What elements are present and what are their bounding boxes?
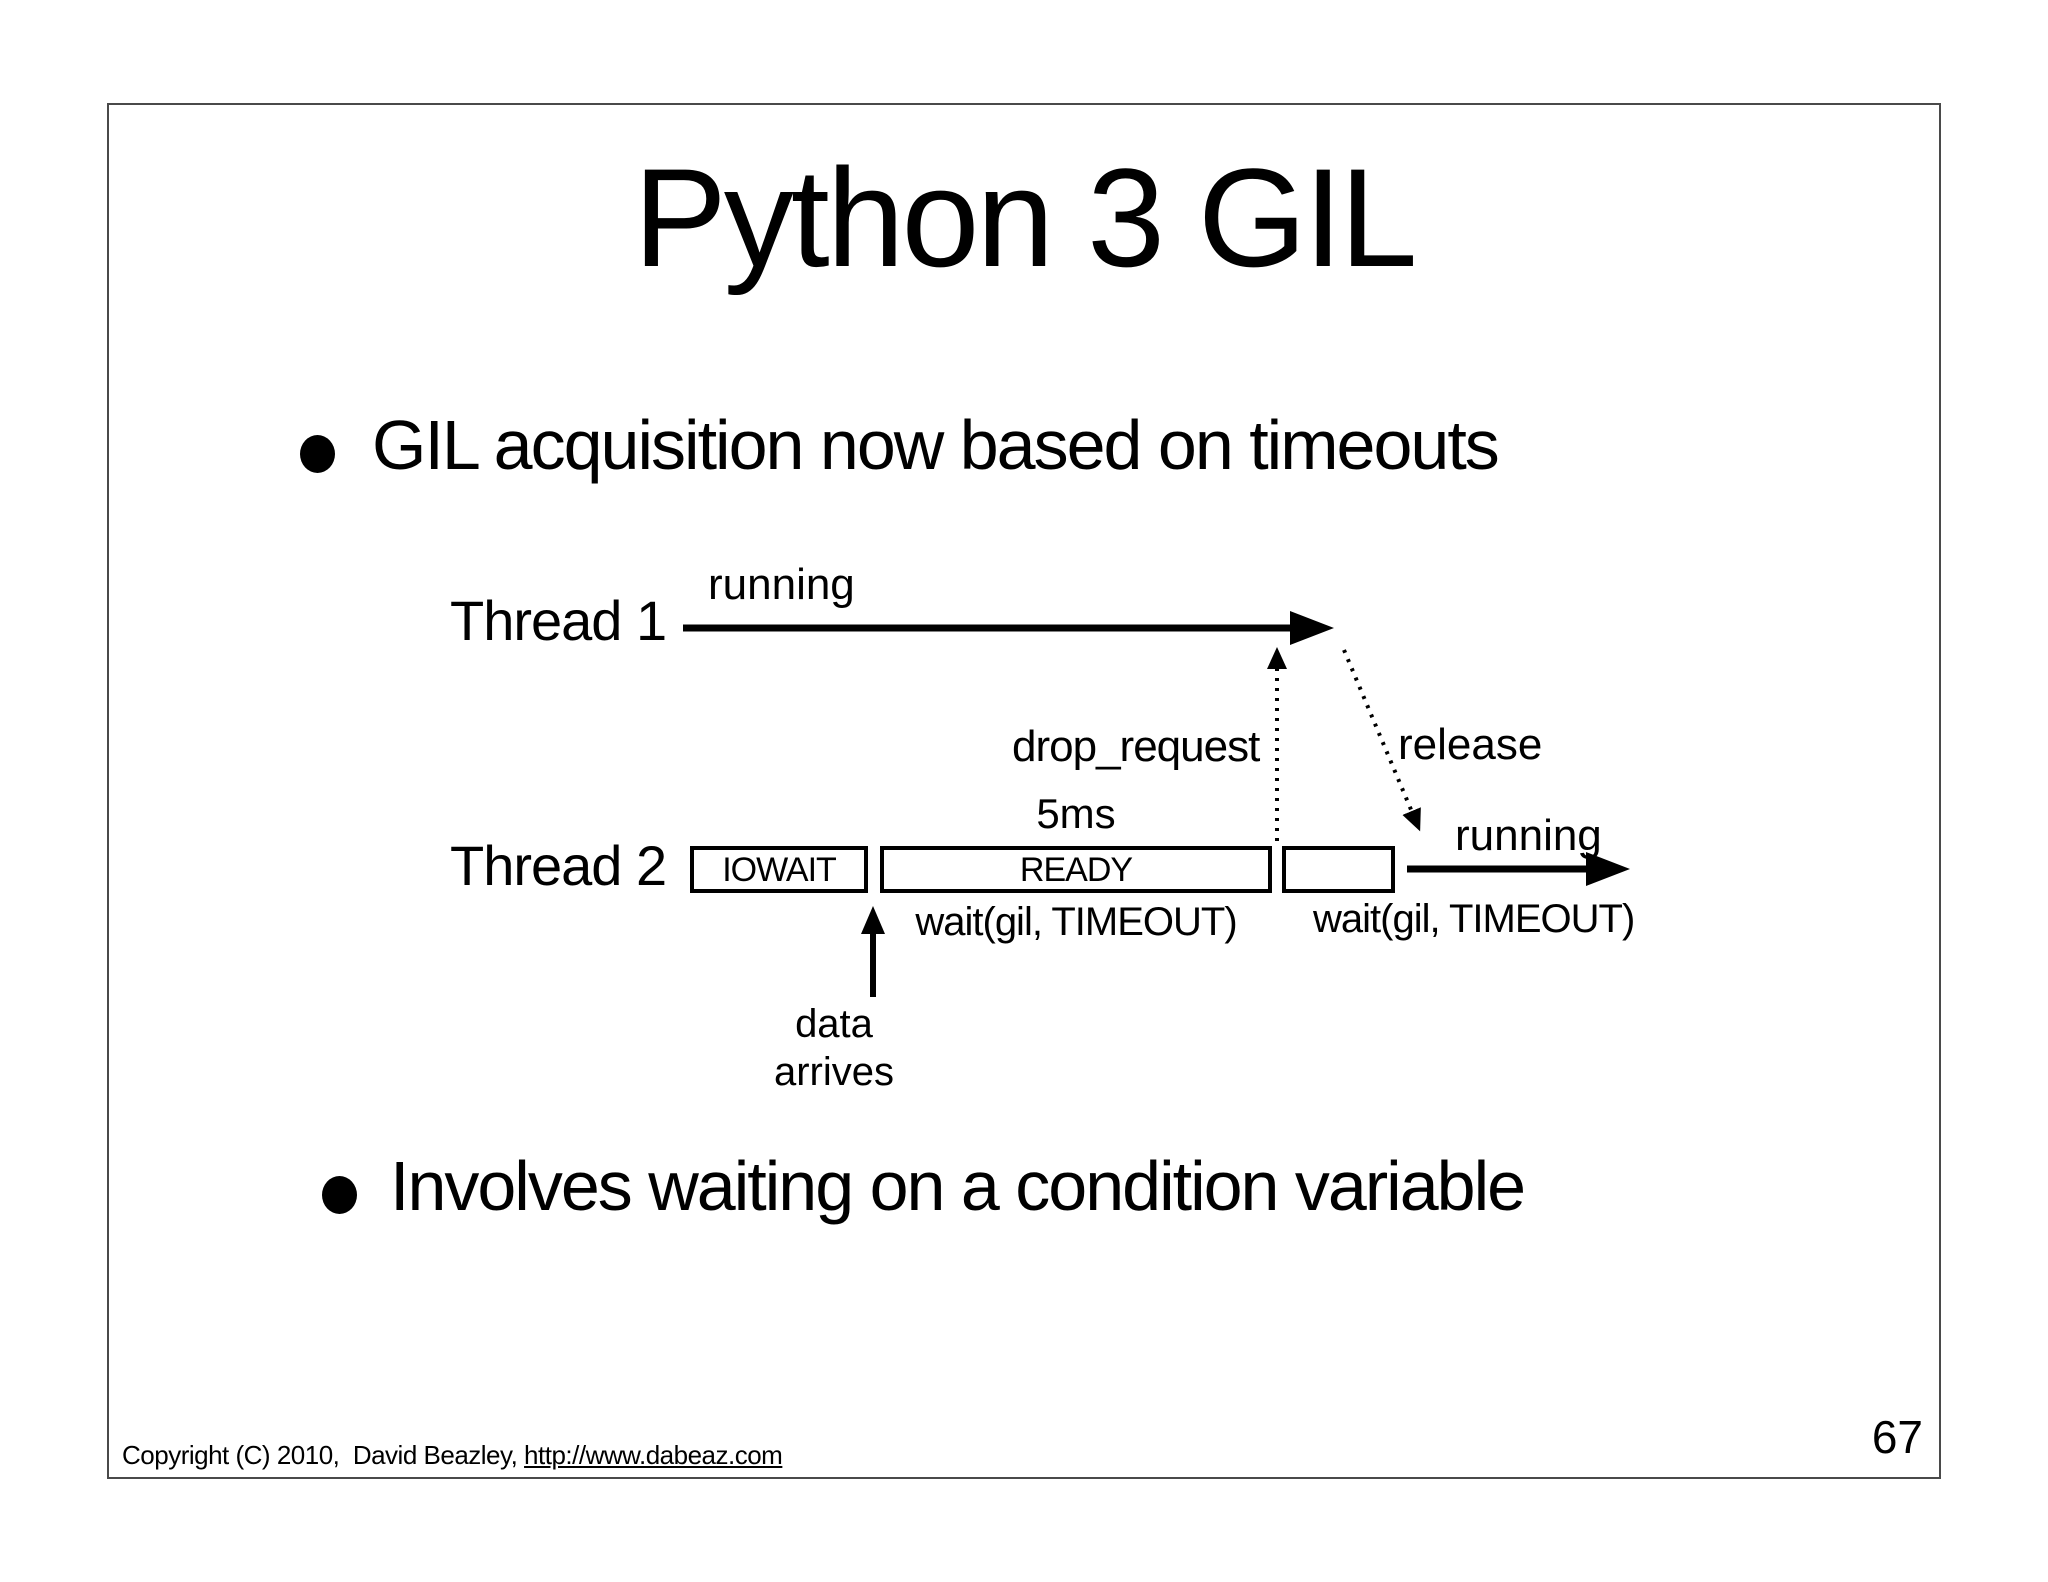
wait-gil-timeout-label-2: wait(gil, TIMEOUT) (1313, 897, 1635, 941)
thread1-running-label: running (708, 560, 855, 609)
page-number: 67 (1871, 1411, 1923, 1463)
data-arrives-line2: arrives (773, 1050, 895, 1094)
footer: Copyright (C) 2010, David Beazley, http:… (122, 1440, 783, 1470)
ready-state-box: READY (880, 846, 1272, 893)
slide-title: Python 3 GIL (633, 139, 1417, 296)
bullet-item-gil-acquisition: GIL acquisition now based on timeouts (372, 406, 1500, 484)
ready-box-label: READY (1019, 850, 1133, 889)
dabeaz-link[interactable]: http://www.dabeaz.com (524, 1440, 783, 1470)
data-arrives-line1: data (795, 1002, 873, 1046)
bullet-dot (322, 1176, 357, 1214)
empty-state-box (1282, 846, 1395, 893)
wait-gil-timeout-label-1: wait(gil, TIMEOUT) (915, 900, 1237, 944)
data-arrives-label: data arrives (734, 1000, 934, 1096)
slide-frame (107, 103, 1941, 1479)
bullet-item-condition-variable: Involves waiting on a condition variable (390, 1147, 1526, 1225)
iowait-state-box: IOWAIT (690, 846, 868, 893)
thread2-label: Thread 2 (450, 834, 667, 897)
copyright-text: Copyright (C) 2010, David Beazley, (122, 1440, 525, 1470)
bullet-dot (300, 435, 335, 473)
thread2-running-label: running (1455, 811, 1602, 860)
release-label: release (1398, 720, 1543, 769)
drop-request-label: drop_request (1012, 722, 1260, 771)
timeout-duration-label: 5ms (1036, 790, 1116, 837)
iowait-box-label: IOWAIT (722, 850, 837, 889)
thread1-label: Thread 1 (450, 589, 667, 652)
